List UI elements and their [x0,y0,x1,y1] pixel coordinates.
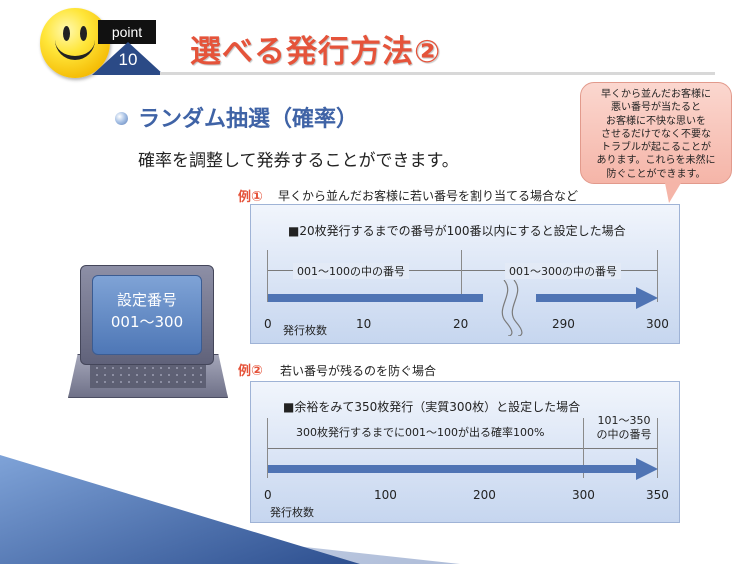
example2-text: 若い番号が残るのを防ぐ場合 [280,364,437,378]
section-heading: ランダム抽選（確率） [138,107,359,132]
example2-tick: 350 [646,488,669,502]
smiley-eye-left [63,26,70,41]
example2-range2-line2: の中の番号 [596,428,652,441]
example1-axis-label: 発行枚数 [283,324,327,337]
example2-marker-0 [267,418,268,478]
example1-marker-300 [657,250,658,302]
example2-range2-bracket [584,448,657,449]
example1-marker-0 [267,250,268,302]
example1-tick: 20 [453,317,469,331]
example2-label: 例② [238,360,263,379]
example2-panel [250,381,680,523]
example2-marker-300 [583,418,584,478]
example1-text: 早くから並んだお客様に若い番号を割り当てる場合など [278,189,579,203]
callout-tail [665,183,681,203]
example2-label-number: ② [251,363,263,379]
example1-range1-label: 001～100の中の番号 [293,263,409,279]
smiley-eye-right [80,26,87,41]
example1-range2-label: 001～300の中の番号 [505,263,621,279]
example2-tick: 200 [473,488,496,502]
bullet-icon [115,112,128,125]
example2-label-prefix: 例 [238,364,252,379]
example1-tick: 10 [356,317,372,331]
example1-label: 例① [238,186,263,205]
example1-tick: 0 [264,317,272,331]
laptop-keyboard [90,362,206,388]
example2-tick: 100 [374,488,397,502]
example2-panel-title: ■余裕をみて350枚発行（実質300枚）と設定した場合 [283,400,581,414]
example2-bar [268,465,636,473]
example1-break-mark [496,279,526,337]
example2-range1-label: 300枚発行するまでに001～100が出る確率100% [296,426,545,439]
smiley-mouth [55,38,95,60]
example1-label-prefix: 例 [238,190,252,205]
section-description: 確率を調整して発券することができます。 [138,151,459,171]
title-divider [160,72,715,75]
example2-tick: 0 [264,488,272,502]
example2-tick: 300 [572,488,595,502]
point-badge-triangle [92,42,164,75]
example1-label-number: ① [251,189,263,205]
example1-panel-title: ■20枚発行するまでの番号が100番以内にすると設定した場合 [288,224,626,238]
example2-range1-bracket [268,448,583,449]
callout-line: お客様に不快な思いを [606,115,706,127]
example1-tick: 290 [552,317,575,331]
laptop-line-2: 001～300 [110,313,184,331]
example2-arrowhead [636,458,658,480]
example2-axis-label: 発行枚数 [270,506,314,519]
page-title: 選べる発行方法② [190,34,442,70]
laptop-line-1: 設定番号 [116,291,177,309]
example2-range2-line1: 101～350 [597,414,651,427]
example1-bar-right [536,294,636,302]
laptop-screen-text: 設定番号 001～300 [92,289,202,333]
example2-range2-label: 101～350 の中の番号 [590,414,658,442]
callout-line: 悪い番号が当たると [611,102,701,114]
callout-bubble: 早くから並んだお客様に 悪い番号が当たると お客様に不快な思いを させるだけでな… [580,82,732,184]
example1-bar-left [268,294,483,302]
laptop-screen [92,275,202,355]
callout-line: トラブルが起こることが [601,142,711,154]
example1-marker-20 [461,250,462,302]
callout-line: させるだけでなく不要な [601,128,711,140]
example1-arrowhead [636,287,658,309]
example2-marker-350 [657,418,658,478]
callout-line: あります。これらを未然に [596,155,716,167]
point-badge-number: 10 [118,50,138,69]
callout-line: 防ぐことができます。 [606,168,706,180]
callout-line: 早くから並んだお客様に [601,89,711,100]
point-badge-label: point [98,20,156,44]
example1-tick: 300 [646,317,669,331]
